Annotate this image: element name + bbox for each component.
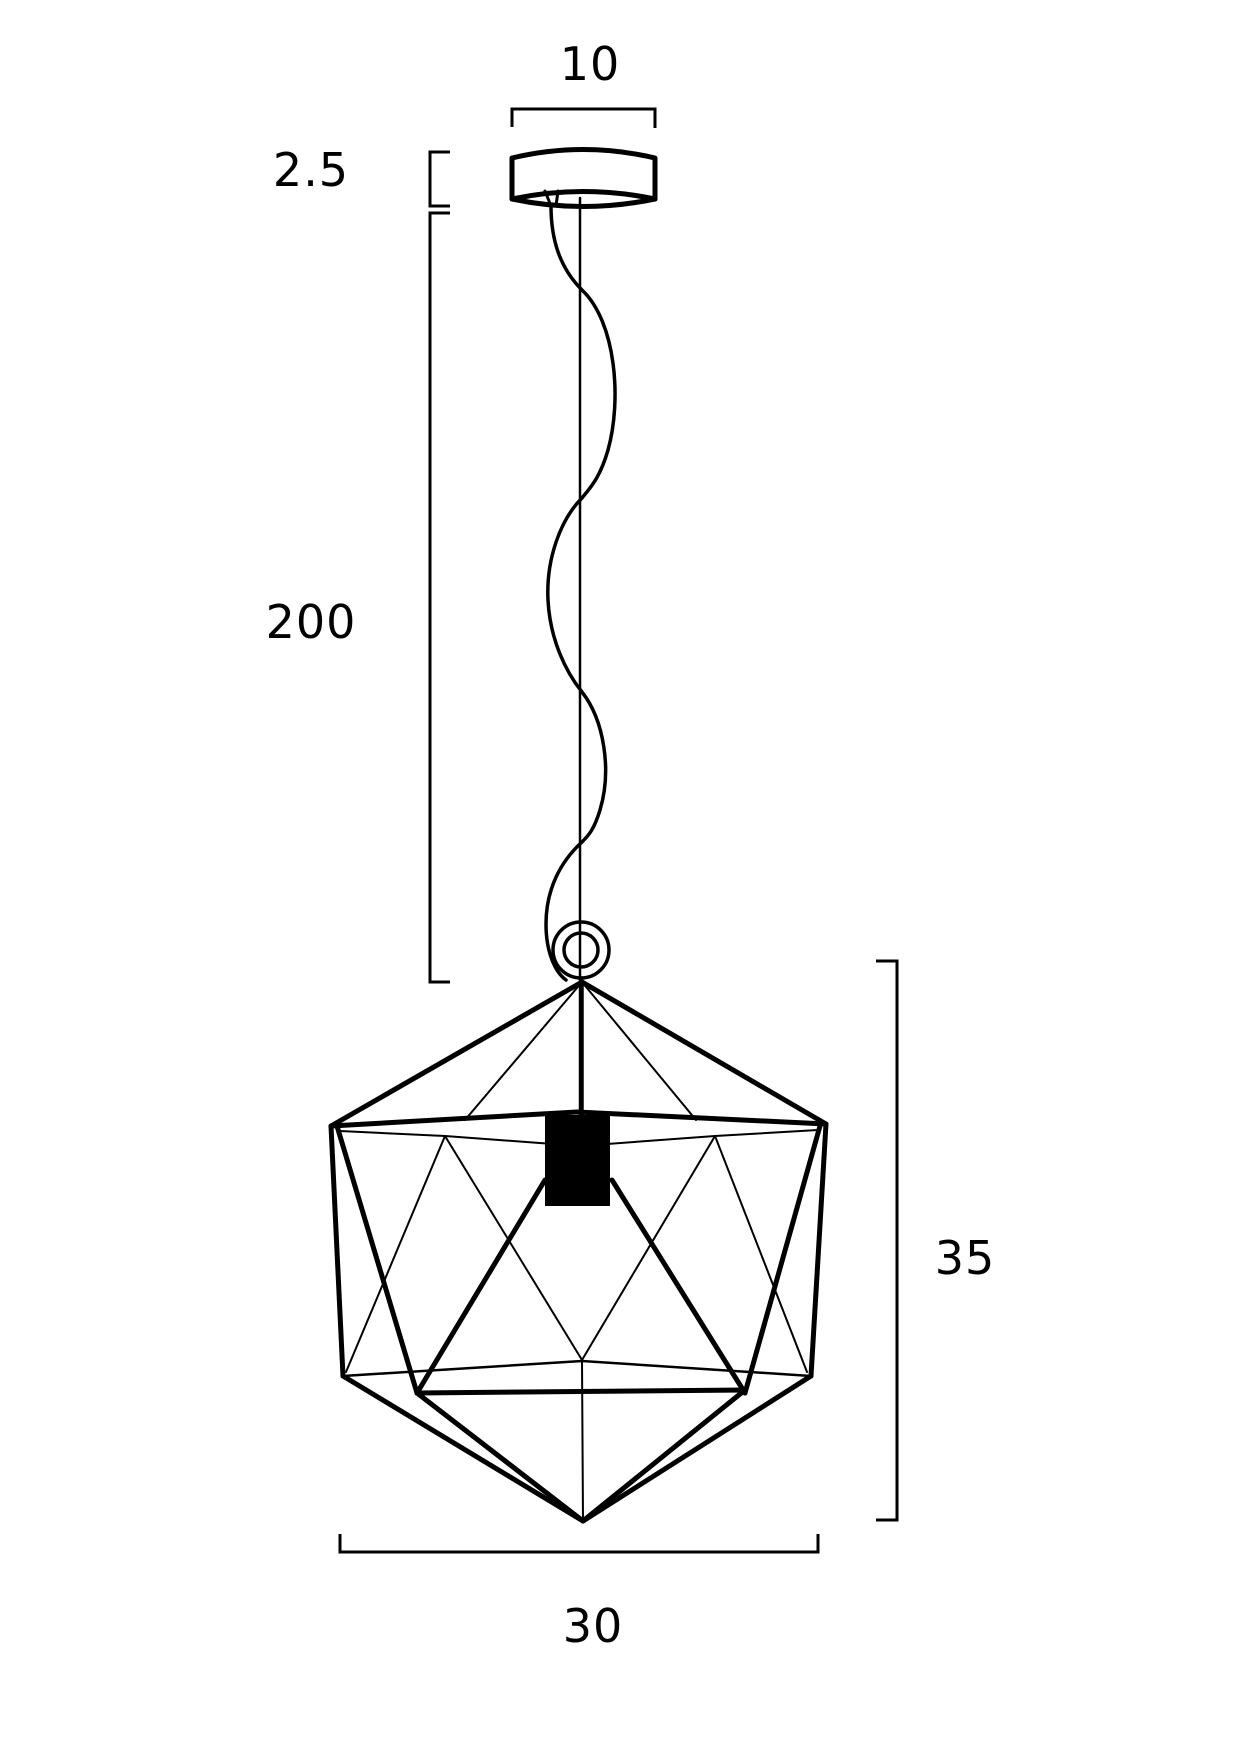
cage-bottom-center-edge	[581, 1360, 584, 1522]
dimension-canopy-height: 2.5	[273, 143, 450, 208]
dimension-canopy-diameter: 10	[510, 37, 657, 128]
dimension-bracket-canopy-height	[428, 150, 450, 208]
power-cable	[544, 204, 617, 982]
cage-front-thick-diagonals	[414, 1177, 748, 1396]
dimension-shade-width: 30	[338, 1534, 820, 1653]
dimension-label-shade-height: 35	[935, 1231, 996, 1285]
dimension-label-cord-drop: 200	[266, 595, 357, 649]
dimension-bracket-shade-width	[338, 1534, 820, 1554]
cable-entry	[543, 189, 560, 208]
cage-right-diagonal	[742, 1123, 823, 1396]
geometric-cage-shade	[328, 979, 829, 1524]
ring-inner	[562, 931, 600, 969]
dimension-bracket-cord-drop	[428, 211, 450, 984]
ceiling-canopy	[509, 147, 658, 209]
cage-bottom-front-edges	[414, 1387, 748, 1524]
ring-outer	[551, 920, 611, 980]
cage-left-side	[328, 1123, 346, 1379]
lamp-socket	[545, 1115, 610, 1206]
cage-left-diagonal	[334, 1123, 420, 1396]
canopy-body	[509, 147, 658, 209]
dimension-label-shade-width: 30	[563, 1599, 624, 1653]
dimension-label-canopy-height: 2.5	[273, 143, 349, 197]
cage-upper-belt-front	[328, 1109, 829, 1129]
cage-lower-belt-front	[414, 1387, 748, 1396]
cage-top-inner-edges	[464, 981, 697, 1121]
canopy-bottom-rim	[509, 189, 658, 202]
dimension-shade-height: 35	[876, 959, 996, 1522]
dimension-cord-drop: 200	[266, 211, 450, 984]
cage-top-outer-edges	[328, 979, 829, 1129]
dimension-label-canopy-diameter: 10	[560, 37, 621, 91]
cage-inner-lattice	[345, 1135, 808, 1373]
dimension-bracket-shade-height	[876, 959, 899, 1522]
cage-bottom-outer-edges	[340, 1373, 814, 1524]
dimension-bracket-canopy-diameter	[510, 107, 657, 128]
cage-right-side	[808, 1121, 829, 1379]
hanging-ring	[551, 920, 611, 980]
